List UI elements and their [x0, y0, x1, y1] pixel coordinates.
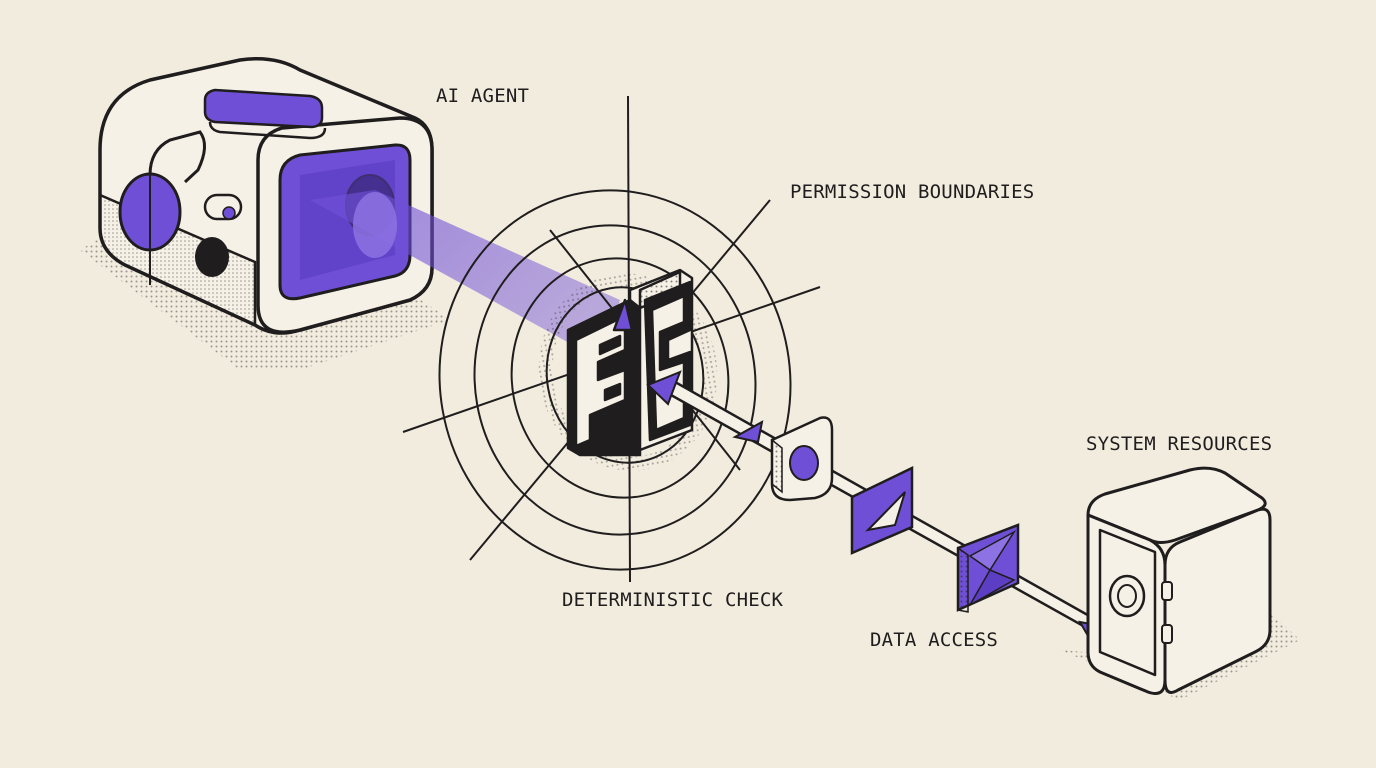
label-deterministic-check: DETERMINISTIC CHECK	[562, 589, 784, 611]
label-data-access: DATA ACCESS	[870, 629, 999, 651]
agent-beam	[310, 190, 620, 360]
label-ai-agent: AI AGENT	[436, 85, 530, 107]
label-system-resources: SYSTEM RESOURCES	[1086, 433, 1273, 455]
label-permission-boundaries: PERMISSION BOUNDARIES	[790, 181, 1035, 203]
pipe-arrow-icon	[646, 370, 1114, 650]
target-rings-icon	[402, 95, 821, 583]
safe-vault-icon	[1060, 466, 1300, 700]
